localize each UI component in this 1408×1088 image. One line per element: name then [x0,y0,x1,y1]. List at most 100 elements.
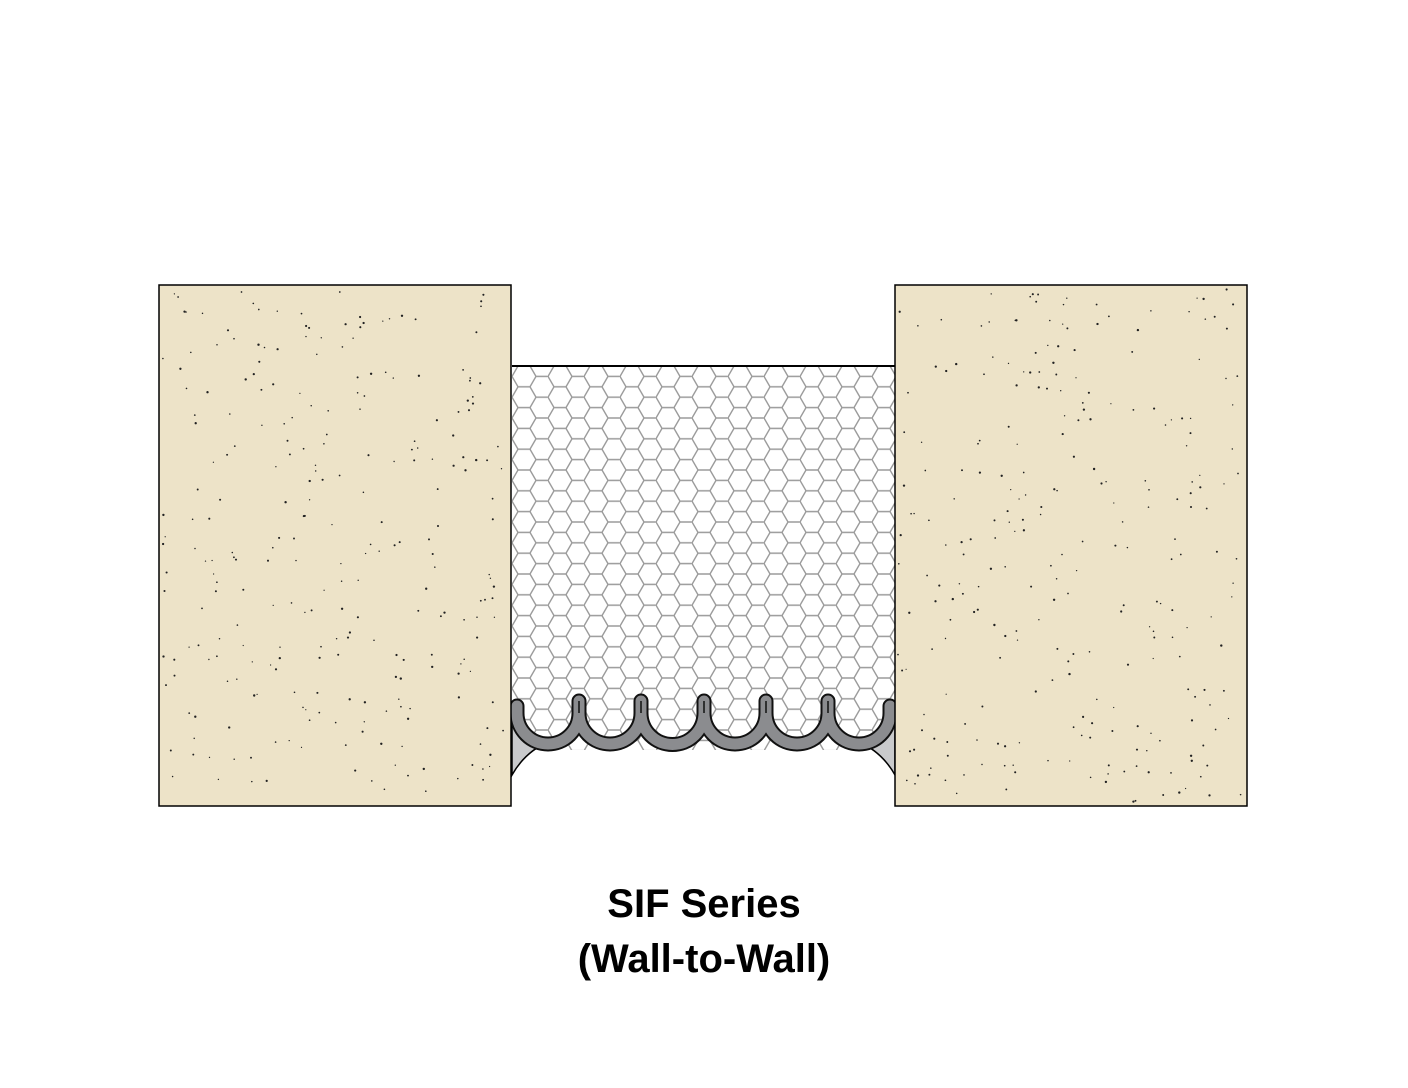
speckle-dot [1190,719,1194,722]
speckle-dot [1164,424,1167,426]
speckle-dot [257,343,260,346]
speckle-dot [295,559,297,562]
speckle-dot [1014,530,1016,533]
speckle-dot [1213,315,1216,318]
speckle-dot [1153,407,1156,410]
speckle-dot [1035,300,1038,303]
speckle-dot [926,574,928,577]
speckle-dot [1199,775,1202,778]
speckle-dot [348,698,351,701]
speckle-dot [214,590,217,593]
speckle-dot [1006,510,1009,513]
speckle-dot [228,726,231,729]
speckle-dot [335,637,338,640]
speckle-dot [945,544,947,546]
speckle-dot [1018,742,1021,744]
speckle-dot [231,551,234,554]
speckle-dot [491,497,494,500]
speckle-dot [944,779,947,782]
speckle-dot [274,741,277,743]
speckle-dot [363,721,365,723]
left-wall [158,284,512,807]
speckle-dot [978,471,982,474]
speckle-dot [173,658,176,661]
speckle-dot [1008,521,1010,523]
speckle-dot [414,318,417,321]
speckle-dot [320,337,322,339]
speckle-dot [1170,419,1173,421]
speckle-dot [930,767,932,769]
speckle-dot [382,320,384,322]
diagram-title: SIF Series [607,882,801,926]
speckle-dot [1209,704,1211,706]
speckle-dot [1198,358,1200,361]
speckle-dot [920,441,923,443]
speckle-dot [476,616,478,619]
speckle-dot [196,488,199,491]
speckle-dot [362,491,365,494]
speckle-dot [1225,288,1228,291]
speckle-dot [1068,672,1071,676]
speckle-dot [978,439,981,442]
speckle-dot [946,754,949,757]
speckle-dot [193,737,195,740]
speckle-dot [251,661,253,663]
speckle-dot [272,604,274,607]
speckle-dot [469,379,471,382]
speckle-dot [905,668,907,670]
speckle-dot [983,373,985,376]
speckle-dot [989,567,993,570]
speckle-dot [914,783,916,785]
speckle-dot [208,517,211,520]
speckle-dot [933,737,936,740]
speckle-dot [314,470,317,472]
speckle-dot [226,680,229,682]
speckle-dot [192,753,195,756]
speckle-dot [1051,679,1054,681]
speckle-dot [1108,315,1110,318]
speckle-dot [1016,443,1018,445]
speckle-dot [500,468,503,470]
speckle-dot [1206,764,1209,767]
speckle-dot [1062,323,1064,325]
speckle-dot [1022,529,1026,532]
speckle-dot [910,512,912,515]
concrete-speckle [161,288,1242,803]
speckle-dot [1081,402,1084,404]
speckle-dot [1072,653,1075,655]
speckle-dot [486,459,489,462]
speckle-dot [976,608,979,611]
speckle-dot [903,431,906,434]
speckle-dot [257,308,260,311]
speckle-dot [410,448,413,451]
speckle-dot [233,445,236,447]
speckle-dot [476,636,479,639]
speckle-dot [304,611,306,614]
speckle-dot [388,318,391,320]
speckle-dot [1148,626,1151,628]
speckle-dot [996,742,1000,745]
speckle-dot [899,533,902,537]
speckle-dot [274,668,278,671]
speckle-dot [430,653,433,656]
speckle-dot [1066,297,1068,299]
speckle-dot [928,773,931,776]
speckle-dot [1231,448,1234,450]
speckle-dot [279,646,281,648]
speckle-dot [194,715,197,718]
speckle-dot [1075,569,1078,572]
speckle-dot [384,371,387,374]
speckle-dot [908,750,912,753]
speckle-dot [1225,327,1228,330]
speckle-dot [334,721,337,724]
speckle-dot [1150,732,1152,735]
speckle-dot [288,739,290,742]
speckle-dot [169,749,172,752]
speckle-dot [1014,771,1017,774]
speckle-dot [1189,432,1192,435]
speckle-dot [1187,688,1190,691]
speckle-dot [981,705,984,708]
speckle-dot [976,739,978,741]
speckle-dot [1067,660,1070,663]
speckle-dot [471,764,474,766]
